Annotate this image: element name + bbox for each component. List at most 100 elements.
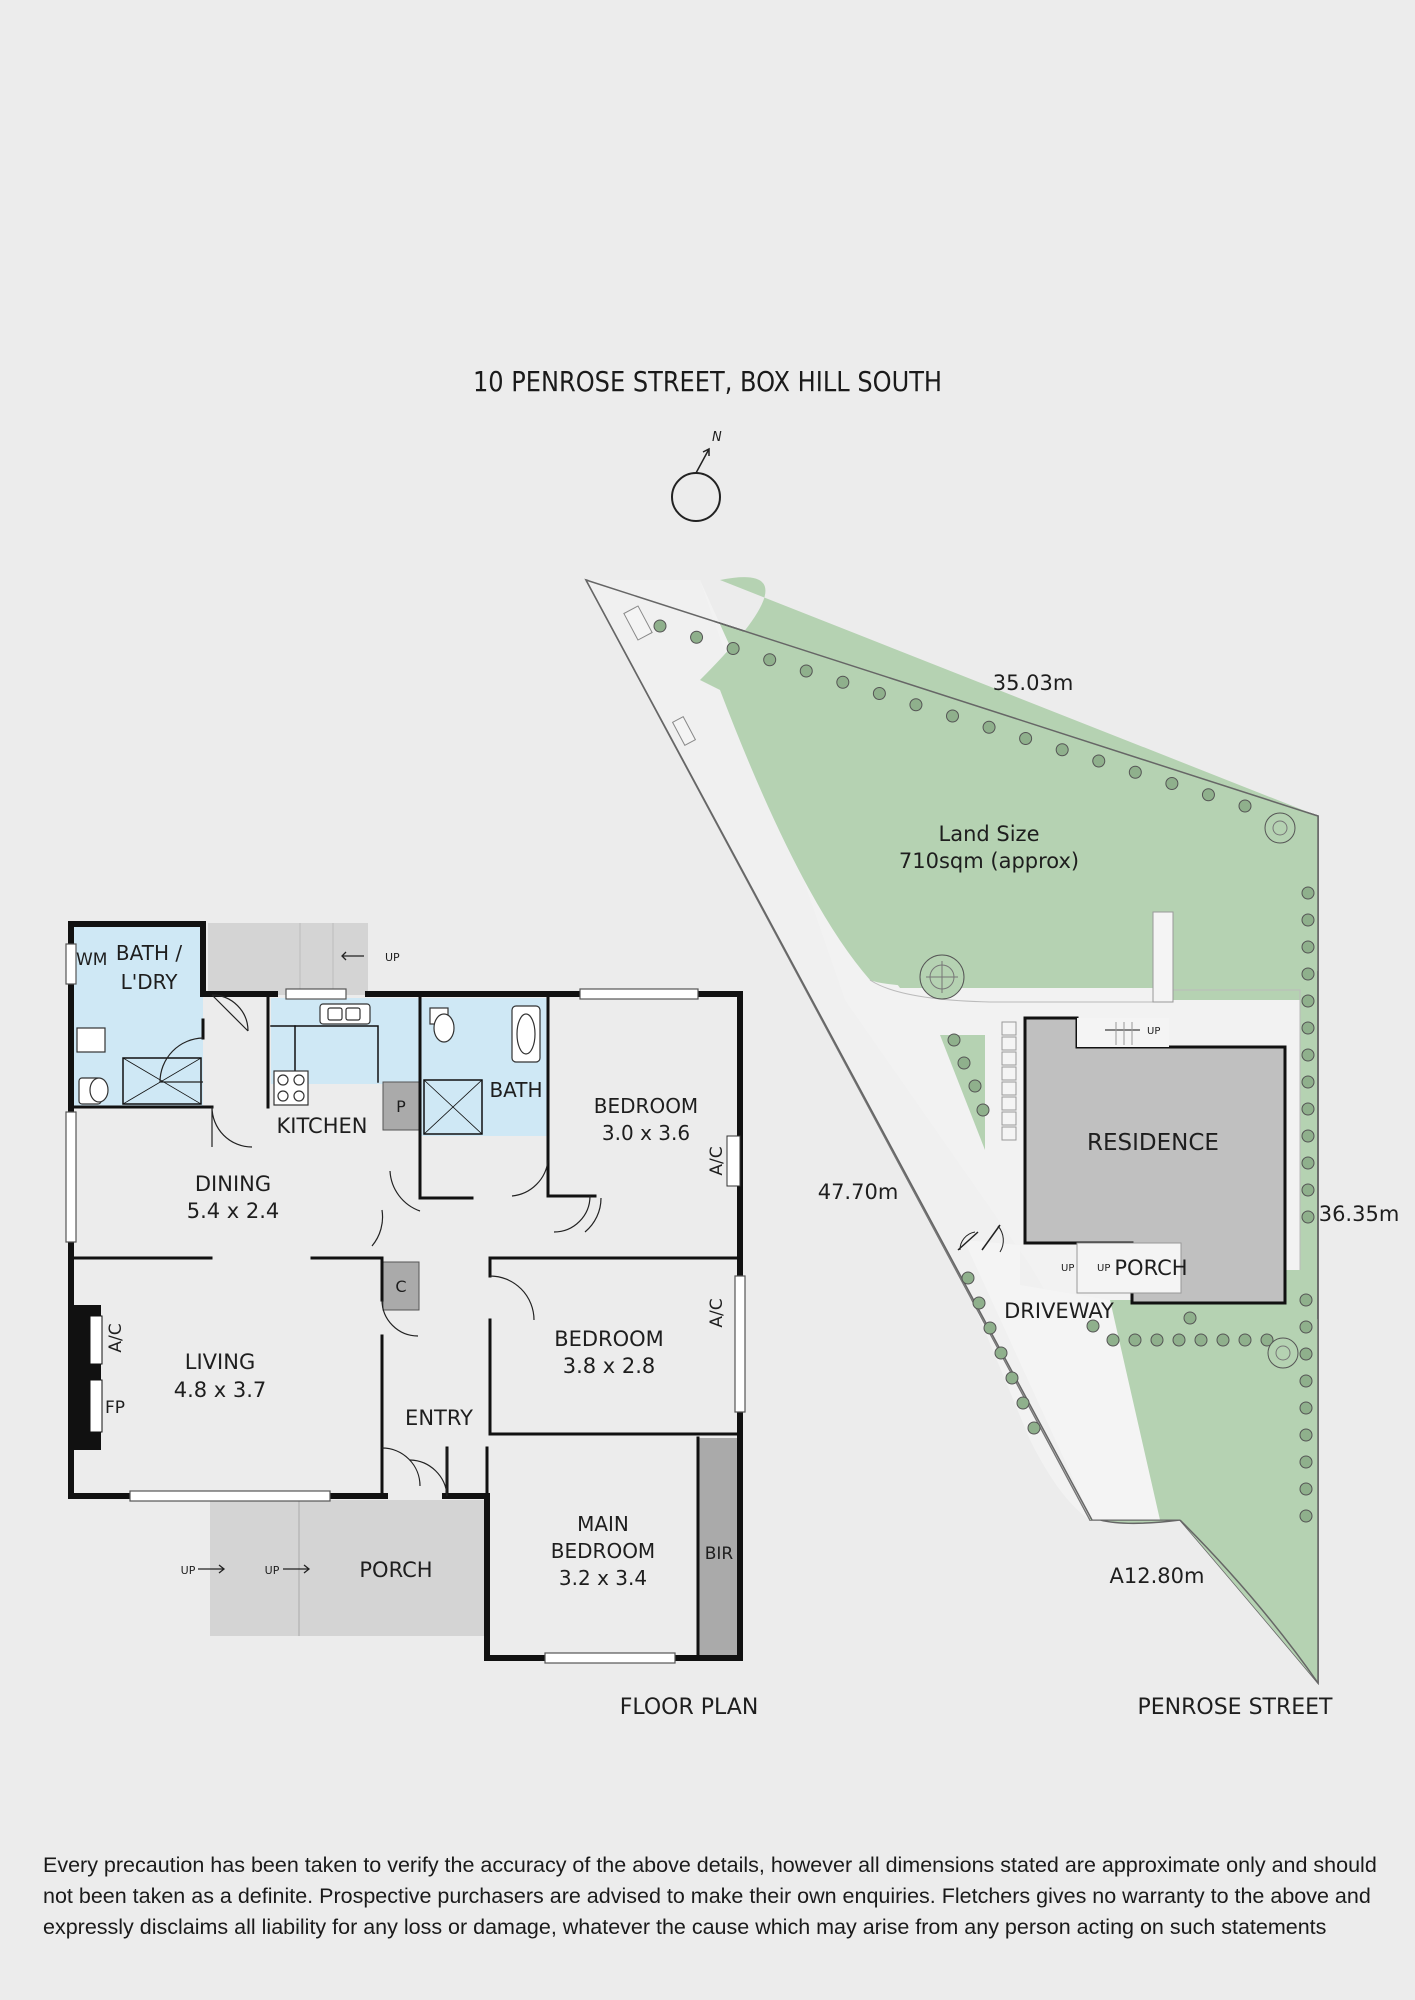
windows — [65, 943, 746, 1664]
porch-up-arrows — [198, 1564, 311, 1574]
svg-text:UP: UP — [1097, 1263, 1110, 1274]
residence-building: UP RESIDENCE UP UP PORCH — [957, 1016, 1287, 1305]
tree-icon — [1301, 1075, 1315, 1089]
tree-icon — [690, 630, 704, 644]
front-steps — [1001, 1021, 1017, 1141]
tree-icon — [909, 698, 923, 712]
living-label: LIVING — [185, 1350, 255, 1374]
tree-icon — [1301, 1183, 1315, 1197]
tree-icon — [1238, 799, 1252, 813]
tree-icon — [1165, 777, 1179, 790]
tree-icon — [1301, 940, 1315, 954]
tree-icon — [799, 664, 813, 678]
tree-icon — [1150, 1333, 1164, 1347]
tree-icon — [1299, 1347, 1313, 1361]
north-label: N — [712, 430, 722, 445]
tree-icon — [1301, 1102, 1315, 1116]
closet-label: C — [395, 1277, 406, 1296]
fixtures — [76, 1003, 541, 1106]
up-label: UP — [265, 1564, 280, 1577]
svg-text:UP: UP — [385, 951, 400, 964]
porch-label: PORCH — [359, 1558, 432, 1582]
bedroom2-dims: 3.8 x 2.8 — [563, 1354, 656, 1378]
tree-icon — [1299, 1293, 1313, 1307]
entry-label: ENTRY — [405, 1406, 473, 1430]
tree-icon — [1299, 1428, 1313, 1442]
tree-icon — [972, 1296, 986, 1310]
bath-label: BATH — [489, 1078, 542, 1102]
floor-plan-label: FLOOR PLAN — [620, 1695, 759, 1720]
tree-icon — [1092, 754, 1106, 768]
site-trees — [653, 619, 1315, 1523]
tree-icon — [1299, 1320, 1313, 1334]
bir-label: BIR — [705, 1544, 734, 1564]
tree-icon — [1299, 1374, 1313, 1388]
tree-icon — [872, 687, 886, 700]
street-label: PENROSE STREET — [1137, 1695, 1333, 1720]
tree-icon — [1086, 1319, 1100, 1333]
main-bedroom-label-2: BEDROOM — [551, 1539, 655, 1563]
tree-icon — [763, 653, 777, 667]
tree-icon — [1299, 1401, 1313, 1415]
tree-icon — [1128, 1333, 1142, 1347]
tree-icon — [1005, 1371, 1019, 1385]
tree-icon — [1301, 1021, 1315, 1035]
tree-icon — [1301, 1210, 1315, 1224]
bath-ldry-label-2: L'DRY — [121, 970, 179, 994]
front-porch — [210, 1500, 485, 1636]
tree-icon — [653, 619, 667, 633]
tree-icon — [957, 1056, 971, 1070]
large-tree-icon — [1264, 812, 1296, 844]
tree-icon — [1016, 1396, 1030, 1410]
tree-icon — [1299, 1455, 1313, 1469]
tree-icon — [1299, 1509, 1313, 1523]
tree-icon — [1106, 1333, 1120, 1347]
residence-label: RESIDENCE — [1087, 1130, 1219, 1156]
dim-right: 36.35m — [1319, 1202, 1400, 1226]
tree-icon — [1238, 1333, 1252, 1347]
driveway — [964, 1240, 1160, 1520]
page-title: 10 PENROSE STREET, BOX HILL SOUTH — [472, 365, 943, 398]
tree-icon — [994, 1346, 1008, 1360]
tree-icon — [1201, 788, 1215, 802]
tree-icon — [726, 642, 740, 655]
large-tree-icon — [1267, 1337, 1299, 1369]
ac-label: A/C — [707, 1298, 727, 1327]
living-dims: 4.8 x 3.7 — [174, 1378, 267, 1402]
tree-icon — [968, 1079, 982, 1093]
large-tree-icon — [919, 954, 965, 1000]
tree-icon — [1172, 1333, 1186, 1347]
tree-icon — [1194, 1333, 1208, 1347]
bir-closet — [698, 1438, 740, 1658]
tree-icon — [1301, 913, 1315, 927]
tree-icon — [1301, 1048, 1315, 1062]
tree-icon — [836, 675, 850, 689]
dining-dims: 5.4 x 2.4 — [187, 1199, 280, 1223]
tree-icon — [1128, 765, 1142, 779]
kitchen-label: KITCHEN — [277, 1114, 368, 1138]
dim-left: 47.70m — [818, 1180, 899, 1204]
lawn-island — [940, 1035, 985, 1150]
tree-icon — [1216, 1333, 1230, 1347]
tree-icon — [982, 720, 996, 734]
up-label: UP — [181, 1564, 196, 1577]
floor-plan: UP — [65, 921, 759, 1720]
fp-label: FP — [105, 1398, 125, 1418]
land-size-value: 710sqm (approx) — [899, 849, 1079, 873]
disclaimer-text: Every precaution has been taken to verif… — [43, 1853, 1377, 1939]
svg-text:UP: UP — [1061, 1263, 1074, 1274]
tree-icon — [1027, 1421, 1041, 1435]
ac-label: A/C — [707, 1146, 727, 1175]
tree-icon — [983, 1321, 997, 1335]
dim-bottom: A12.80m — [1110, 1564, 1205, 1588]
wm-label: WM — [76, 950, 107, 970]
tree-icon — [1301, 967, 1315, 981]
tree-icon — [1183, 1311, 1197, 1325]
tree-icon — [1019, 732, 1033, 745]
tree-icon — [1055, 743, 1069, 757]
tree-icon — [1301, 1129, 1315, 1143]
tree-icon — [976, 1103, 990, 1117]
tree-icon — [1301, 886, 1315, 900]
dining-label: DINING — [195, 1172, 271, 1196]
